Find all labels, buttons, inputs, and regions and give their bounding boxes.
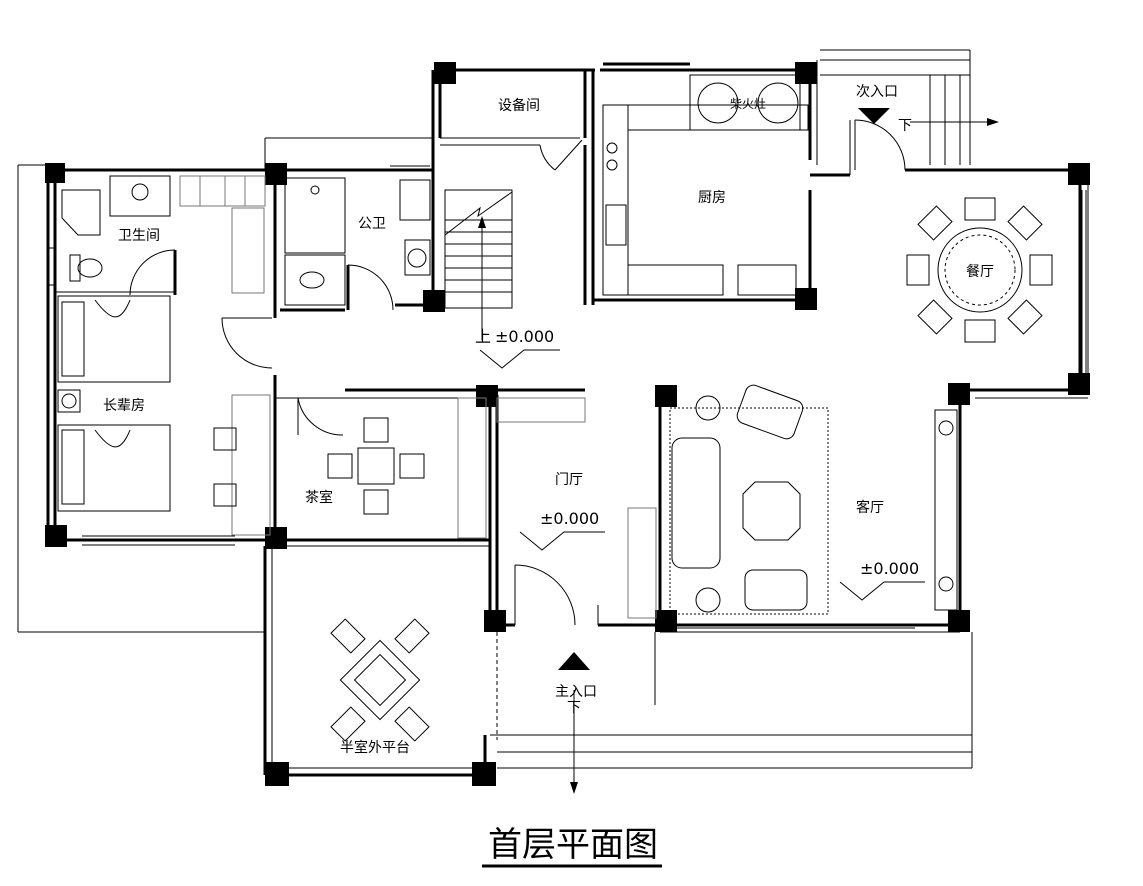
label-terrace: 半室外平台 bbox=[340, 739, 410, 756]
label-equipment-room: 设备间 bbox=[498, 97, 540, 114]
bathroom-fixtures bbox=[61, 175, 266, 294]
label-kitchen: 厨房 bbox=[698, 190, 726, 206]
terrace-table bbox=[330, 618, 430, 742]
walls bbox=[17, 49, 1089, 777]
main-entrance-down-label: 下 bbox=[567, 700, 581, 716]
label-elder-room: 长辈房 bbox=[103, 398, 145, 414]
secondary-entrance-down-label: 下 bbox=[898, 118, 912, 134]
entrance-markers bbox=[558, 108, 999, 794]
secondary-entrance-arrow-icon bbox=[858, 108, 890, 124]
label-dining: 餐厅 bbox=[966, 264, 994, 280]
elevation-stair: ±0.000 bbox=[495, 327, 554, 346]
elevation-marks bbox=[479, 349, 925, 601]
public-wc-fixtures bbox=[284, 177, 431, 306]
annotations: 上 ±0.000 ±0.000 ±0.000 下 下 bbox=[475, 118, 919, 716]
drawing-title: 首层平面图 bbox=[488, 825, 658, 865]
columns bbox=[45, 62, 1090, 786]
label-stove: 柴火灶 bbox=[730, 97, 766, 111]
stair bbox=[444, 189, 513, 340]
main-entrance-arrow-icon bbox=[558, 652, 590, 670]
label-bathroom: 卫生间 bbox=[118, 228, 160, 244]
drawing-title-block: 首层平面图 bbox=[482, 825, 662, 868]
doors bbox=[129, 119, 906, 626]
living-fixtures bbox=[627, 384, 958, 619]
elder-room-fixtures bbox=[57, 295, 271, 536]
label-foyer: 门厅 bbox=[555, 472, 583, 488]
dining-table bbox=[906, 197, 1053, 343]
windows bbox=[48, 165, 1087, 629]
tea-room-fixtures bbox=[327, 397, 586, 539]
elevation-foyer: ±0.000 bbox=[540, 509, 599, 528]
label-living: 客厅 bbox=[856, 499, 884, 516]
label-main-entrance: 主入口 bbox=[555, 684, 597, 700]
label-public-wc: 公卫 bbox=[358, 216, 386, 232]
kitchen-fixtures bbox=[602, 74, 809, 296]
stair-up-label: 上 bbox=[475, 327, 491, 346]
label-tea-room: 茶室 bbox=[305, 489, 333, 506]
room-labels: 设备间 厨房 柴火灶 次入口 卫生间 公卫 长辈房 餐厅 茶室 门厅 客厅 半室… bbox=[103, 84, 994, 756]
elevation-living: ±0.000 bbox=[860, 559, 919, 578]
label-secondary-entrance: 次入口 bbox=[856, 84, 898, 100]
